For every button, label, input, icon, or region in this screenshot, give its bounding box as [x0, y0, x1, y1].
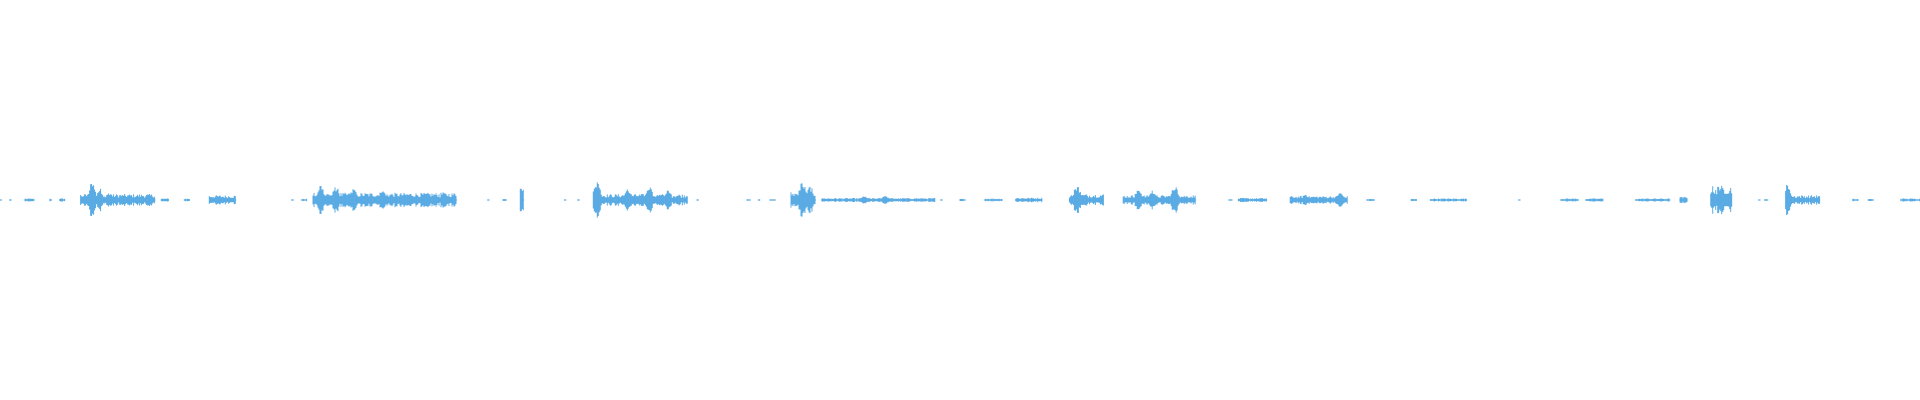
waveform-segment — [1289, 193, 1348, 207]
waveform-segment — [769, 199, 776, 201]
waveform-segment — [0, 199, 2, 201]
waveform-segment — [577, 199, 580, 201]
waveform-segment — [1785, 185, 1821, 215]
waveform-segment — [1764, 199, 1769, 201]
waveform-segment — [300, 198, 308, 202]
waveform-segment — [160, 198, 169, 202]
waveform-segment — [1429, 198, 1467, 202]
waveform-segment — [757, 199, 761, 201]
waveform-segment — [487, 199, 490, 201]
waveform-segment — [9, 199, 12, 201]
waveform-segment — [984, 198, 1003, 202]
waveform-segment — [1710, 185, 1733, 215]
waveform-segment — [1852, 198, 1859, 202]
waveform-segment — [1900, 198, 1920, 202]
waveform-segment — [49, 198, 52, 202]
waveform-segment — [1867, 199, 1874, 201]
waveform-segment — [183, 198, 191, 202]
waveform-segment — [696, 199, 699, 201]
waveform-segment — [312, 186, 457, 214]
waveform-segment — [592, 182, 688, 218]
waveform-segment — [1518, 199, 1521, 201]
waveform-segment — [959, 198, 966, 202]
waveform-segment — [746, 199, 751, 201]
waveform-segment — [1560, 198, 1579, 202]
waveform-segment — [790, 183, 816, 217]
waveform-trace — [0, 182, 1920, 218]
waveform-segment — [1122, 187, 1197, 213]
waveform-segment — [1758, 199, 1761, 201]
waveform-segment — [24, 198, 35, 202]
waveform-segment — [1228, 199, 1233, 201]
waveform-segment — [1585, 198, 1604, 202]
waveform-segment — [940, 199, 943, 201]
waveform-segment — [1410, 198, 1417, 202]
waveform-segment — [564, 199, 567, 201]
waveform-segment — [1679, 197, 1688, 203]
waveform-segment — [502, 199, 507, 201]
waveform-segment — [1237, 198, 1268, 202]
waveform-segment — [59, 198, 66, 202]
waveform-segment — [208, 195, 237, 205]
waveform-segment — [1068, 187, 1104, 213]
waveform-segment — [821, 196, 936, 204]
waveform-segment — [291, 199, 294, 201]
waveform-segment — [1635, 198, 1671, 202]
waveform-segment — [80, 184, 156, 216]
waveform-segment — [1015, 197, 1043, 203]
waveform-segment — [519, 188, 525, 212]
waveform-segment — [1366, 199, 1375, 201]
